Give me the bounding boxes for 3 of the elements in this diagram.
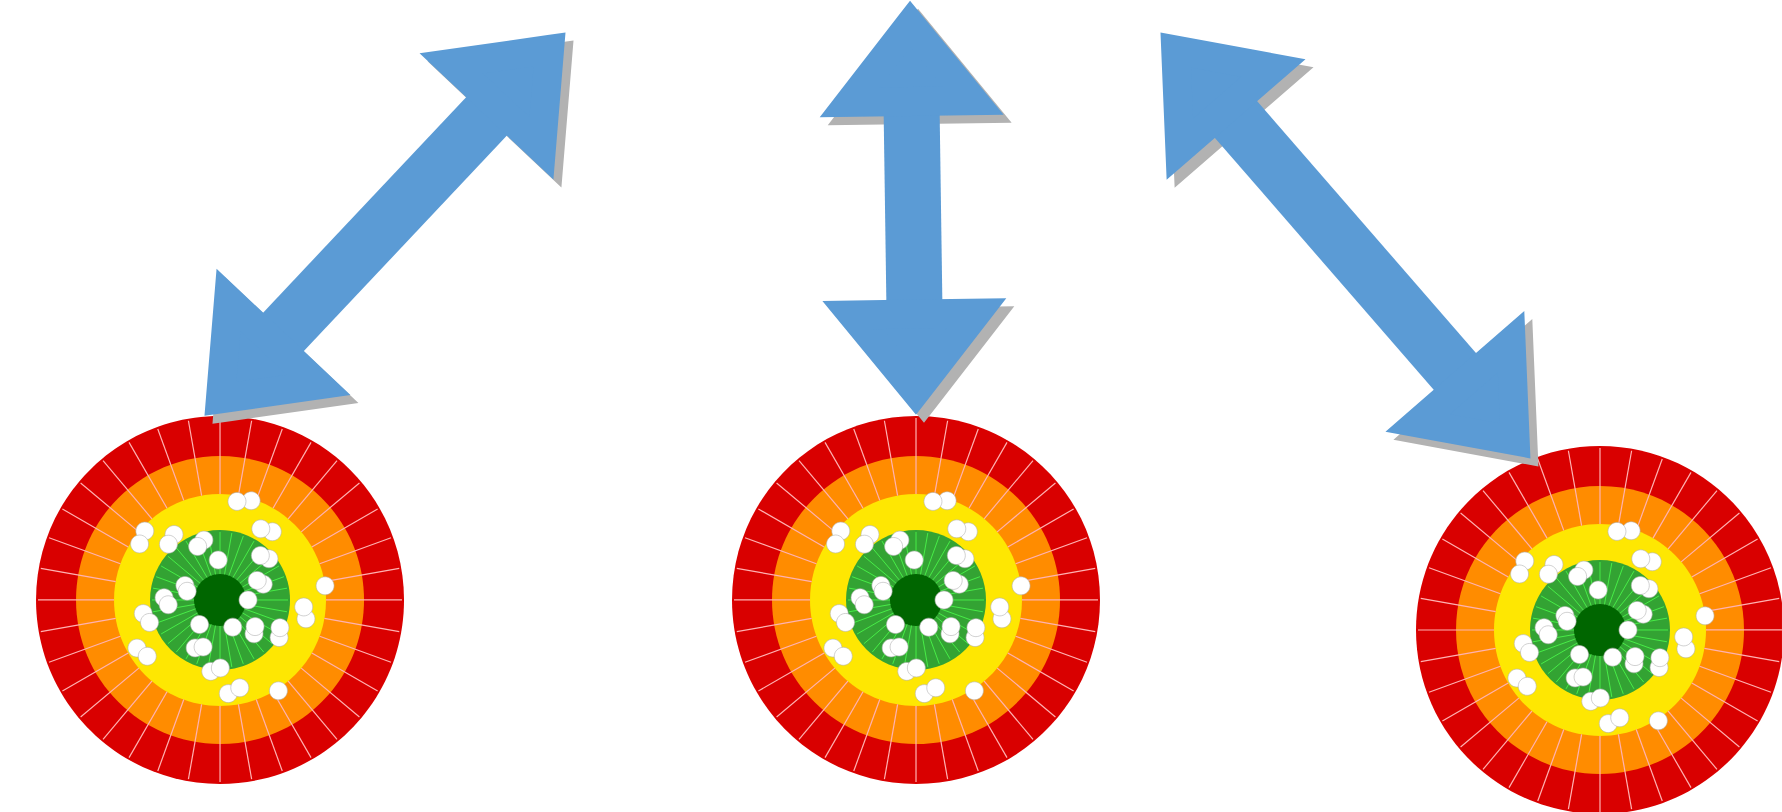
target-drawing [1416,445,1782,812]
target-drawing [36,416,404,784]
target-drawing [732,416,1100,784]
